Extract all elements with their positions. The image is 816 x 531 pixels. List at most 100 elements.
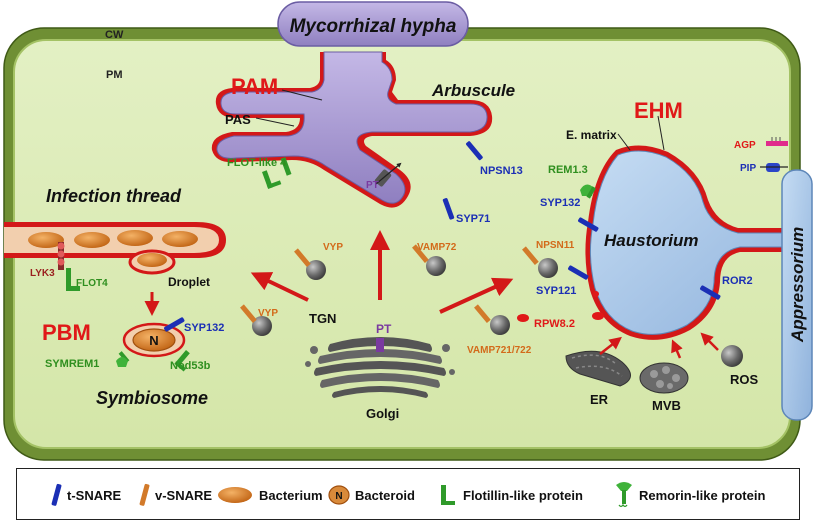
label-ehm: EHM <box>634 98 683 123</box>
t-snare-syp71 <box>442 198 455 220</box>
label-vyp-left: VYP <box>258 308 278 319</box>
bacterium <box>137 253 167 267</box>
bacterium <box>162 231 198 247</box>
label-pam: PAM <box>231 74 278 99</box>
bacteroid <box>132 328 176 352</box>
vesicle-vyp-left <box>240 304 272 336</box>
label-droplet: Droplet <box>168 275 210 289</box>
appressorium <box>781 169 813 421</box>
label-symbiosome: Symbiosome <box>96 388 208 408</box>
pip-protein <box>760 163 788 172</box>
legend-item-v-snare: v-SNARE <box>139 469 212 521</box>
t-snare <box>164 317 185 332</box>
label-pbm: PBM <box>42 320 91 345</box>
legend-label-remorin: Remorin-like protein <box>639 487 766 503</box>
label-rem1-3: REM1.3 <box>548 164 588 176</box>
label-e-matrix: E. matrix <box>566 128 617 142</box>
symbiosome: N <box>116 317 190 372</box>
label-npsn11: NPSN11 <box>536 240 575 251</box>
label-flot-like-4: FLOT-like 4 <box>227 157 287 169</box>
label-arbuscule: Arbuscule <box>431 81 515 100</box>
rpw8-2-haustorium <box>592 312 604 320</box>
label-vyp-top: VYP <box>323 242 343 253</box>
label-vamp721-722: VAMP721/722 <box>467 345 532 356</box>
arbuscule <box>211 51 493 208</box>
label-ror2: ROR2 <box>722 275 753 287</box>
label-mvb: MVB <box>652 398 681 413</box>
legend-item-bacteroid: N Bacteroid <box>327 469 415 521</box>
label-agp: AGP <box>734 140 756 151</box>
droplet <box>128 249 176 275</box>
agp-protein <box>766 137 788 146</box>
haustorium <box>585 145 801 340</box>
t-snare-syp121 <box>568 265 589 280</box>
legend: t-SNARE v-SNARE Bacterium N Bacteroid Fl… <box>16 468 800 520</box>
bacteroid-icon: N <box>328 485 350 505</box>
label-syp121: SYP121 <box>536 285 576 297</box>
lyk3-receptor <box>57 242 65 270</box>
legend-item-flotillin: Flotillin-like protein <box>437 469 583 521</box>
flotillin-icon <box>441 485 455 505</box>
label-tgn: TGN <box>309 311 336 326</box>
vesicle-vamp72 <box>412 244 446 276</box>
label-flot4: FLOT4 <box>76 278 108 289</box>
flotillin-protein <box>174 350 190 372</box>
label-symrem1: SYMREM1 <box>45 358 99 370</box>
label-pip: PIP <box>740 163 756 174</box>
legend-label-bacteroid: Bacteroid <box>355 487 415 503</box>
t-snare-syp132-haustorium <box>578 217 599 232</box>
ros-vesicle <box>721 345 743 367</box>
bacterium <box>117 230 153 246</box>
pt-transporter-arbuscule <box>374 162 402 187</box>
t-snare-npsn13 <box>466 141 483 161</box>
label-syp71: SYP71 <box>456 213 490 225</box>
bacterium <box>74 232 110 248</box>
label-cw: CW <box>105 29 124 41</box>
label-syp132-haustorium: SYP132 <box>540 197 580 209</box>
label-syp132-symbiosome: SYP132 <box>184 322 224 334</box>
legend-item-bacterium: Bacterium <box>215 469 323 521</box>
legend-item-remorin: Remorin-like protein <box>613 469 765 521</box>
er <box>565 350 631 387</box>
legend-label-bacterium: Bacterium <box>259 487 323 503</box>
transport-arrows <box>250 230 719 359</box>
bacterium <box>28 232 64 248</box>
label-pt-arbuscule: PT <box>366 180 379 191</box>
label-pt-golgi: PT <box>376 322 392 336</box>
label-haustorium: Haustorium <box>604 231 698 250</box>
vesicle-fusing <box>593 291 599 297</box>
label-golgi: Golgi <box>366 406 399 421</box>
label-pm: PM <box>106 69 123 81</box>
label-appressorium: Appressorium <box>788 227 807 343</box>
legend-label-t-snare: t-SNARE <box>67 487 122 503</box>
remorin-protein <box>116 351 130 367</box>
label-vamp72: VAMP72 <box>417 242 457 253</box>
v-snare-icon <box>139 483 150 506</box>
vesicle-vyp-top <box>294 248 326 280</box>
bacterium-icon <box>218 487 252 503</box>
pointer-lines <box>255 89 665 151</box>
label-nod53b: Nod53b <box>170 360 211 372</box>
label-rpw8-2: RPW8.2 <box>534 318 575 330</box>
infection-thread <box>4 222 226 258</box>
flot-like-4-protein <box>262 157 292 189</box>
remorin-rem1-3 <box>580 184 596 199</box>
remorin-icon <box>616 482 632 508</box>
vesicle-npsn11 <box>522 246 558 278</box>
legend-item-t-snare: t-SNARE <box>51 469 121 521</box>
label-er: ER <box>590 392 609 407</box>
t-snare-ror2 <box>700 285 721 300</box>
vesicle-vamp721-722 <box>474 304 529 335</box>
label-infection-thread: Infection thread <box>46 186 182 206</box>
mycorrhizal-hypha <box>277 1 469 47</box>
flot4-protein <box>66 268 80 291</box>
t-snare-icon <box>51 483 62 506</box>
label-ros: ROS <box>730 372 759 387</box>
bacteroid-n-label: N <box>149 333 158 348</box>
legend-label-flotillin: Flotillin-like protein <box>463 487 583 503</box>
label-npsn13: NPSN13 <box>480 165 523 177</box>
mvb <box>639 362 689 394</box>
legend-label-v-snare: v-SNARE <box>155 487 213 503</box>
